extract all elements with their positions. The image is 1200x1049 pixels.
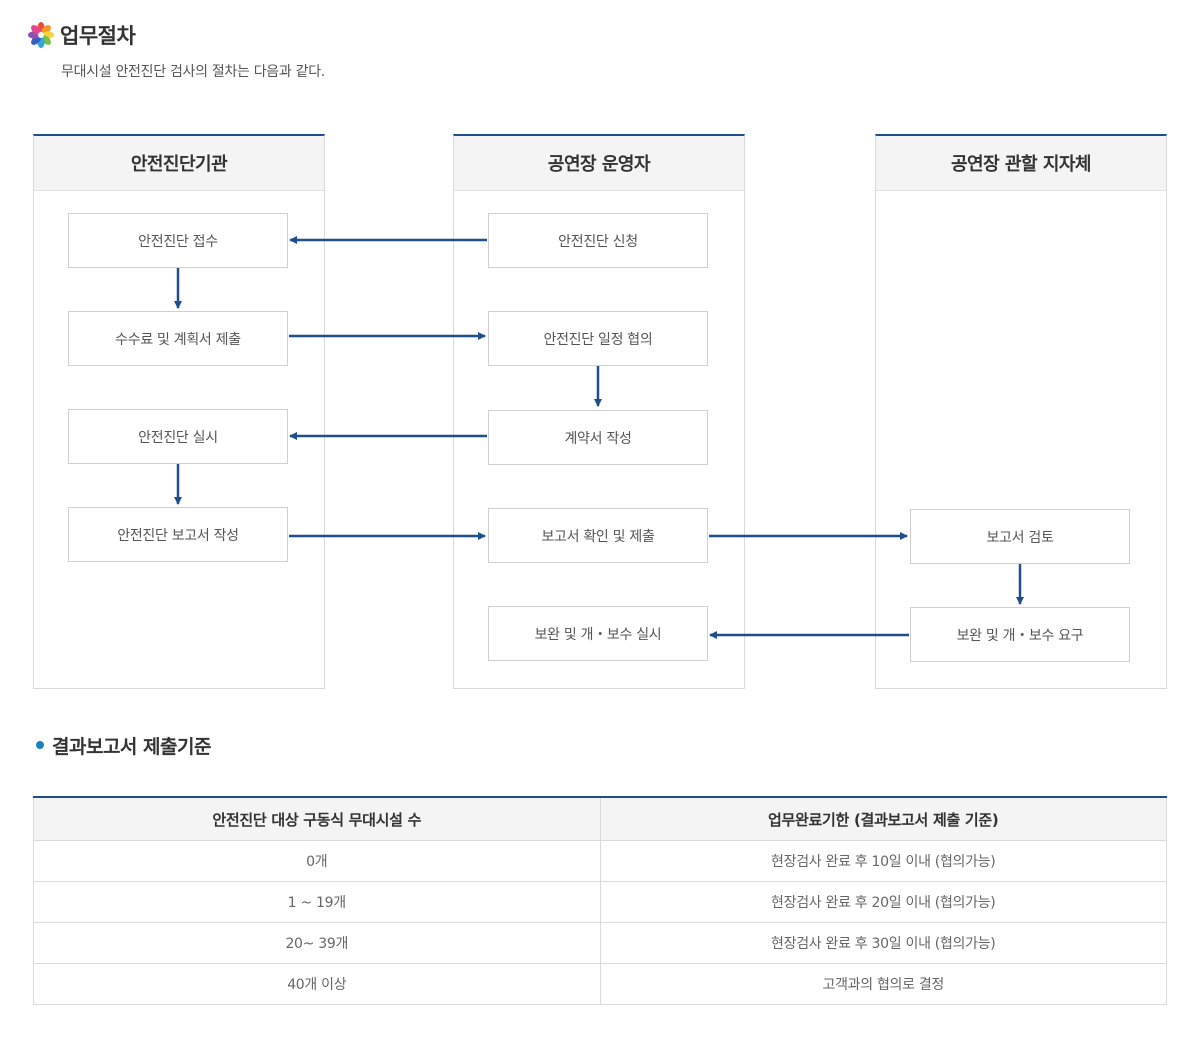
table-row: 40개 이상 고객과의 협의로 결정	[33, 963, 1167, 1005]
step-conduct: 안전진단 실시	[68, 409, 288, 464]
step-schedule: 안전진단 일정 협의	[488, 311, 708, 366]
lane-header: 공연장 운영자	[454, 136, 744, 191]
lane-header: 공연장 관할 지자체	[876, 136, 1166, 191]
deadline-cell: 현장검사 완료 후 10일 이내 (협의가능)	[599, 840, 1167, 882]
facility-count-cell: 40개 이상	[33, 963, 601, 1005]
bullet-icon	[36, 741, 44, 749]
facility-count-cell: 0개	[33, 840, 601, 882]
criteria-table: 안전진단 대상 구동식 무대시설 수 업무완료기한 (결과보고서 제출 기준) …	[33, 796, 1167, 1005]
title-row: 업무절차	[28, 18, 136, 52]
step-repair-request: 보완 및 개・보수 요구	[910, 607, 1130, 662]
facility-count-cell: 20~ 39개	[33, 922, 601, 964]
deadline-cell: 고객과의 협의로 결정	[599, 963, 1167, 1005]
lane-local-government: 공연장 관할 지자체	[875, 134, 1167, 689]
table-header-row: 안전진단 대상 구동식 무대시설 수 업무완료기한 (결과보고서 제출 기준)	[33, 797, 1167, 841]
step-report-write: 안전진단 보고서 작성	[68, 507, 288, 562]
step-receive: 안전진단 접수	[68, 213, 288, 268]
table-row: 1 ~ 19개 현장검사 완료 후 20일 이내 (협의가능)	[33, 881, 1167, 923]
step-contract: 계약서 작성	[488, 410, 708, 465]
facility-count-cell: 1 ~ 19개	[33, 881, 601, 923]
criteria-title: 결과보고서 제출기준	[52, 735, 211, 758]
intro-text: 무대시설 안전진단 검사의 절차는 다음과 같다.	[61, 64, 325, 80]
column-header-deadline: 업무완료기한 (결과보고서 제출 기준)	[599, 797, 1167, 841]
page-title: 업무절차	[60, 24, 136, 48]
step-fee-plan-submit: 수수료 및 계획서 제출	[68, 311, 288, 366]
step-report-submit: 보고서 확인 및 제출	[488, 508, 708, 563]
table-row: 20~ 39개 현장검사 완료 후 30일 이내 (협의가능)	[33, 922, 1167, 964]
deadline-cell: 현장검사 완료 후 30일 이내 (협의가능)	[599, 922, 1167, 964]
flower-icon	[28, 22, 54, 48]
step-repair-do: 보완 및 개・보수 실시	[488, 606, 708, 661]
step-apply: 안전진단 신청	[488, 213, 708, 268]
lane-header: 안전진단기관	[34, 136, 324, 191]
table-row: 0개 현장검사 완료 후 10일 이내 (협의가능)	[33, 840, 1167, 882]
deadline-cell: 현장검사 완료 후 20일 이내 (협의가능)	[599, 881, 1167, 923]
criteria-title-row: 결과보고서 제출기준	[36, 730, 211, 760]
column-header-facility-count: 안전진단 대상 구동식 무대시설 수	[33, 797, 601, 841]
step-review: 보고서 검토	[910, 509, 1130, 564]
